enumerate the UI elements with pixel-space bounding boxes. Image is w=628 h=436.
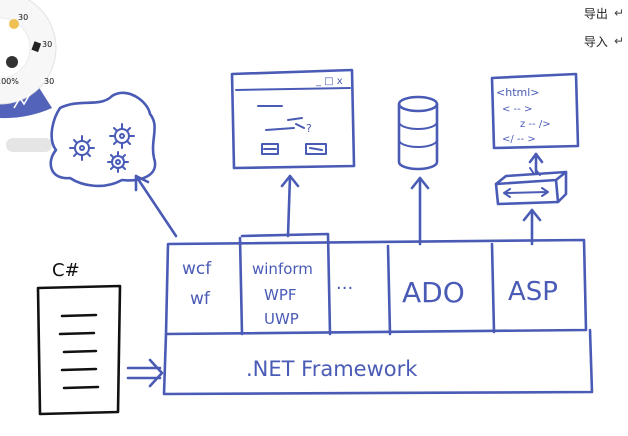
arrow-database [410, 176, 430, 246]
label-ado: ADO [402, 276, 465, 309]
label-net-framework: .NET Framework [246, 357, 418, 381]
label-asp: ASP [508, 277, 558, 307]
tool-wheel[interactable]: 30 30 30 100% [0, 0, 57, 119]
import-icon: ↵ [613, 34, 624, 48]
arrow-window [280, 174, 300, 238]
wheel-size-right[interactable]: 30 [42, 40, 52, 49]
import-label: 导入 [583, 34, 608, 49]
html-line-1: < -- > [502, 104, 532, 115]
window-controls: _ □ x [315, 76, 343, 87]
label-wpf: WPF [264, 286, 297, 304]
wheel-zoom: 100% [0, 77, 19, 86]
database-icon [397, 95, 439, 171]
html-line-2: z -- /> [520, 119, 551, 130]
server-box [494, 167, 568, 206]
framework-stack [162, 232, 594, 396]
eraser-icon[interactable] [31, 41, 42, 53]
html-tag-line: <html> [496, 86, 540, 99]
html-line-3: </ -- > [502, 134, 536, 145]
opacity-icon[interactable] [6, 56, 18, 68]
html-page-sketch: <html> < -- > z -- /> </ -- > [490, 72, 580, 150]
import-menu-item[interactable]: 导入 ↵ [584, 30, 624, 52]
wheel-size-top[interactable]: 30 [18, 13, 28, 22]
gear-icon [107, 151, 129, 173]
label-uwp: UWP [264, 310, 299, 328]
double-arrow [126, 358, 164, 388]
label-csharp: C# [52, 260, 80, 281]
label-winform: winform [252, 260, 313, 278]
window-question-mark: ? [306, 122, 312, 135]
color-picker-icon[interactable] [9, 19, 19, 29]
label-ellipsis: ··· [336, 278, 353, 299]
arrow-cloud [134, 174, 178, 238]
label-wf: wf [190, 289, 211, 309]
label-wcf: wcf [182, 259, 212, 279]
arrow-server [522, 208, 542, 246]
arrow-server-to-html [528, 152, 544, 174]
pen-icon[interactable] [13, 93, 31, 109]
export-icon: ↵ [613, 6, 624, 20]
export-menu-item[interactable]: 导出 ↵ [584, 2, 624, 24]
gear-icon [69, 135, 95, 161]
csharp-document [36, 284, 122, 416]
toolbar-handle[interactable] [6, 138, 52, 152]
export-label: 导出 [583, 6, 608, 21]
wheel-size-right2[interactable]: 30 [44, 77, 54, 86]
window-sketch: _ □ x ? [230, 68, 356, 170]
gear-icon [109, 123, 135, 149]
cloud-shape [49, 91, 157, 188]
